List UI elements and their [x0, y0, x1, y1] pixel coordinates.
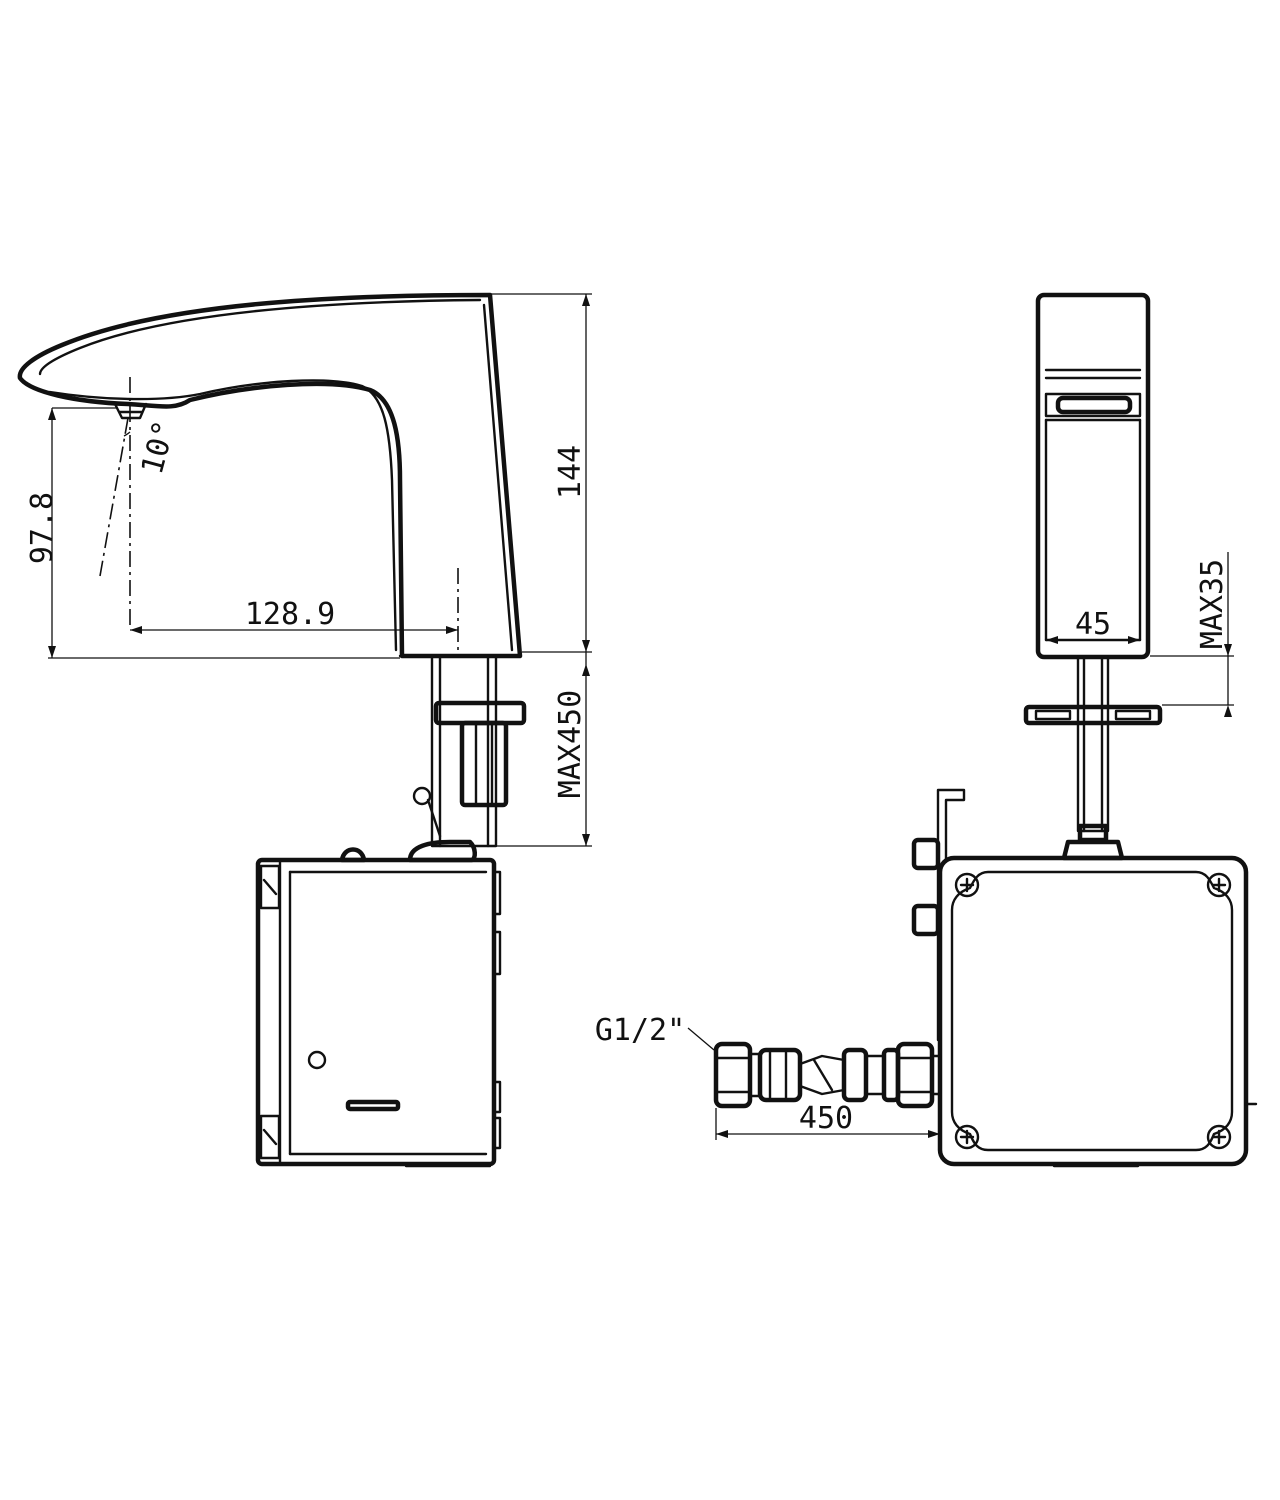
- inlet-hose: [713, 1041, 942, 1109]
- dimension-450: 450: [715, 1101, 941, 1140]
- screw-icon: [954, 872, 980, 898]
- control-box-side: [255, 857, 502, 1168]
- dim-label-144: 144: [553, 445, 588, 499]
- dim-label-max450: MAX450: [553, 690, 588, 798]
- control-box-front: [937, 855, 1258, 1168]
- dimension-97-8: 97.8: [25, 407, 400, 659]
- dim-label-450: 450: [799, 1101, 853, 1136]
- side-view: 97.8 10° 128.9 144 M: [17, 292, 592, 1168]
- callout-g1-2: G1/2": [595, 1013, 715, 1051]
- dimension-max35: MAX35: [1150, 552, 1234, 717]
- dim-label-10-degrees: 10°: [135, 417, 183, 478]
- faucet-front-outline: [1035, 292, 1151, 660]
- shank-front: [1023, 655, 1163, 861]
- dimension-144: 144: [490, 293, 592, 653]
- dim-label-45: 45: [1075, 607, 1111, 642]
- screw-icon: [1206, 1124, 1232, 1150]
- dim-label-128-9: 128.9: [245, 597, 335, 632]
- dimension-128-9: 128.9: [130, 568, 459, 652]
- dimension-max450: MAX450: [496, 652, 592, 847]
- front-view: 45 MAX35 450 G1/2": [595, 292, 1258, 1168]
- screw-icon: [954, 1124, 980, 1150]
- dimension-45: 45: [1046, 607, 1140, 644]
- shank-side: [339, 654, 527, 863]
- callout-label-g1-2: G1/2": [595, 1013, 685, 1048]
- dim-label-97-8: 97.8: [25, 492, 60, 564]
- dim-label-max35: MAX35: [1195, 559, 1230, 649]
- screw-icon: [1206, 872, 1232, 898]
